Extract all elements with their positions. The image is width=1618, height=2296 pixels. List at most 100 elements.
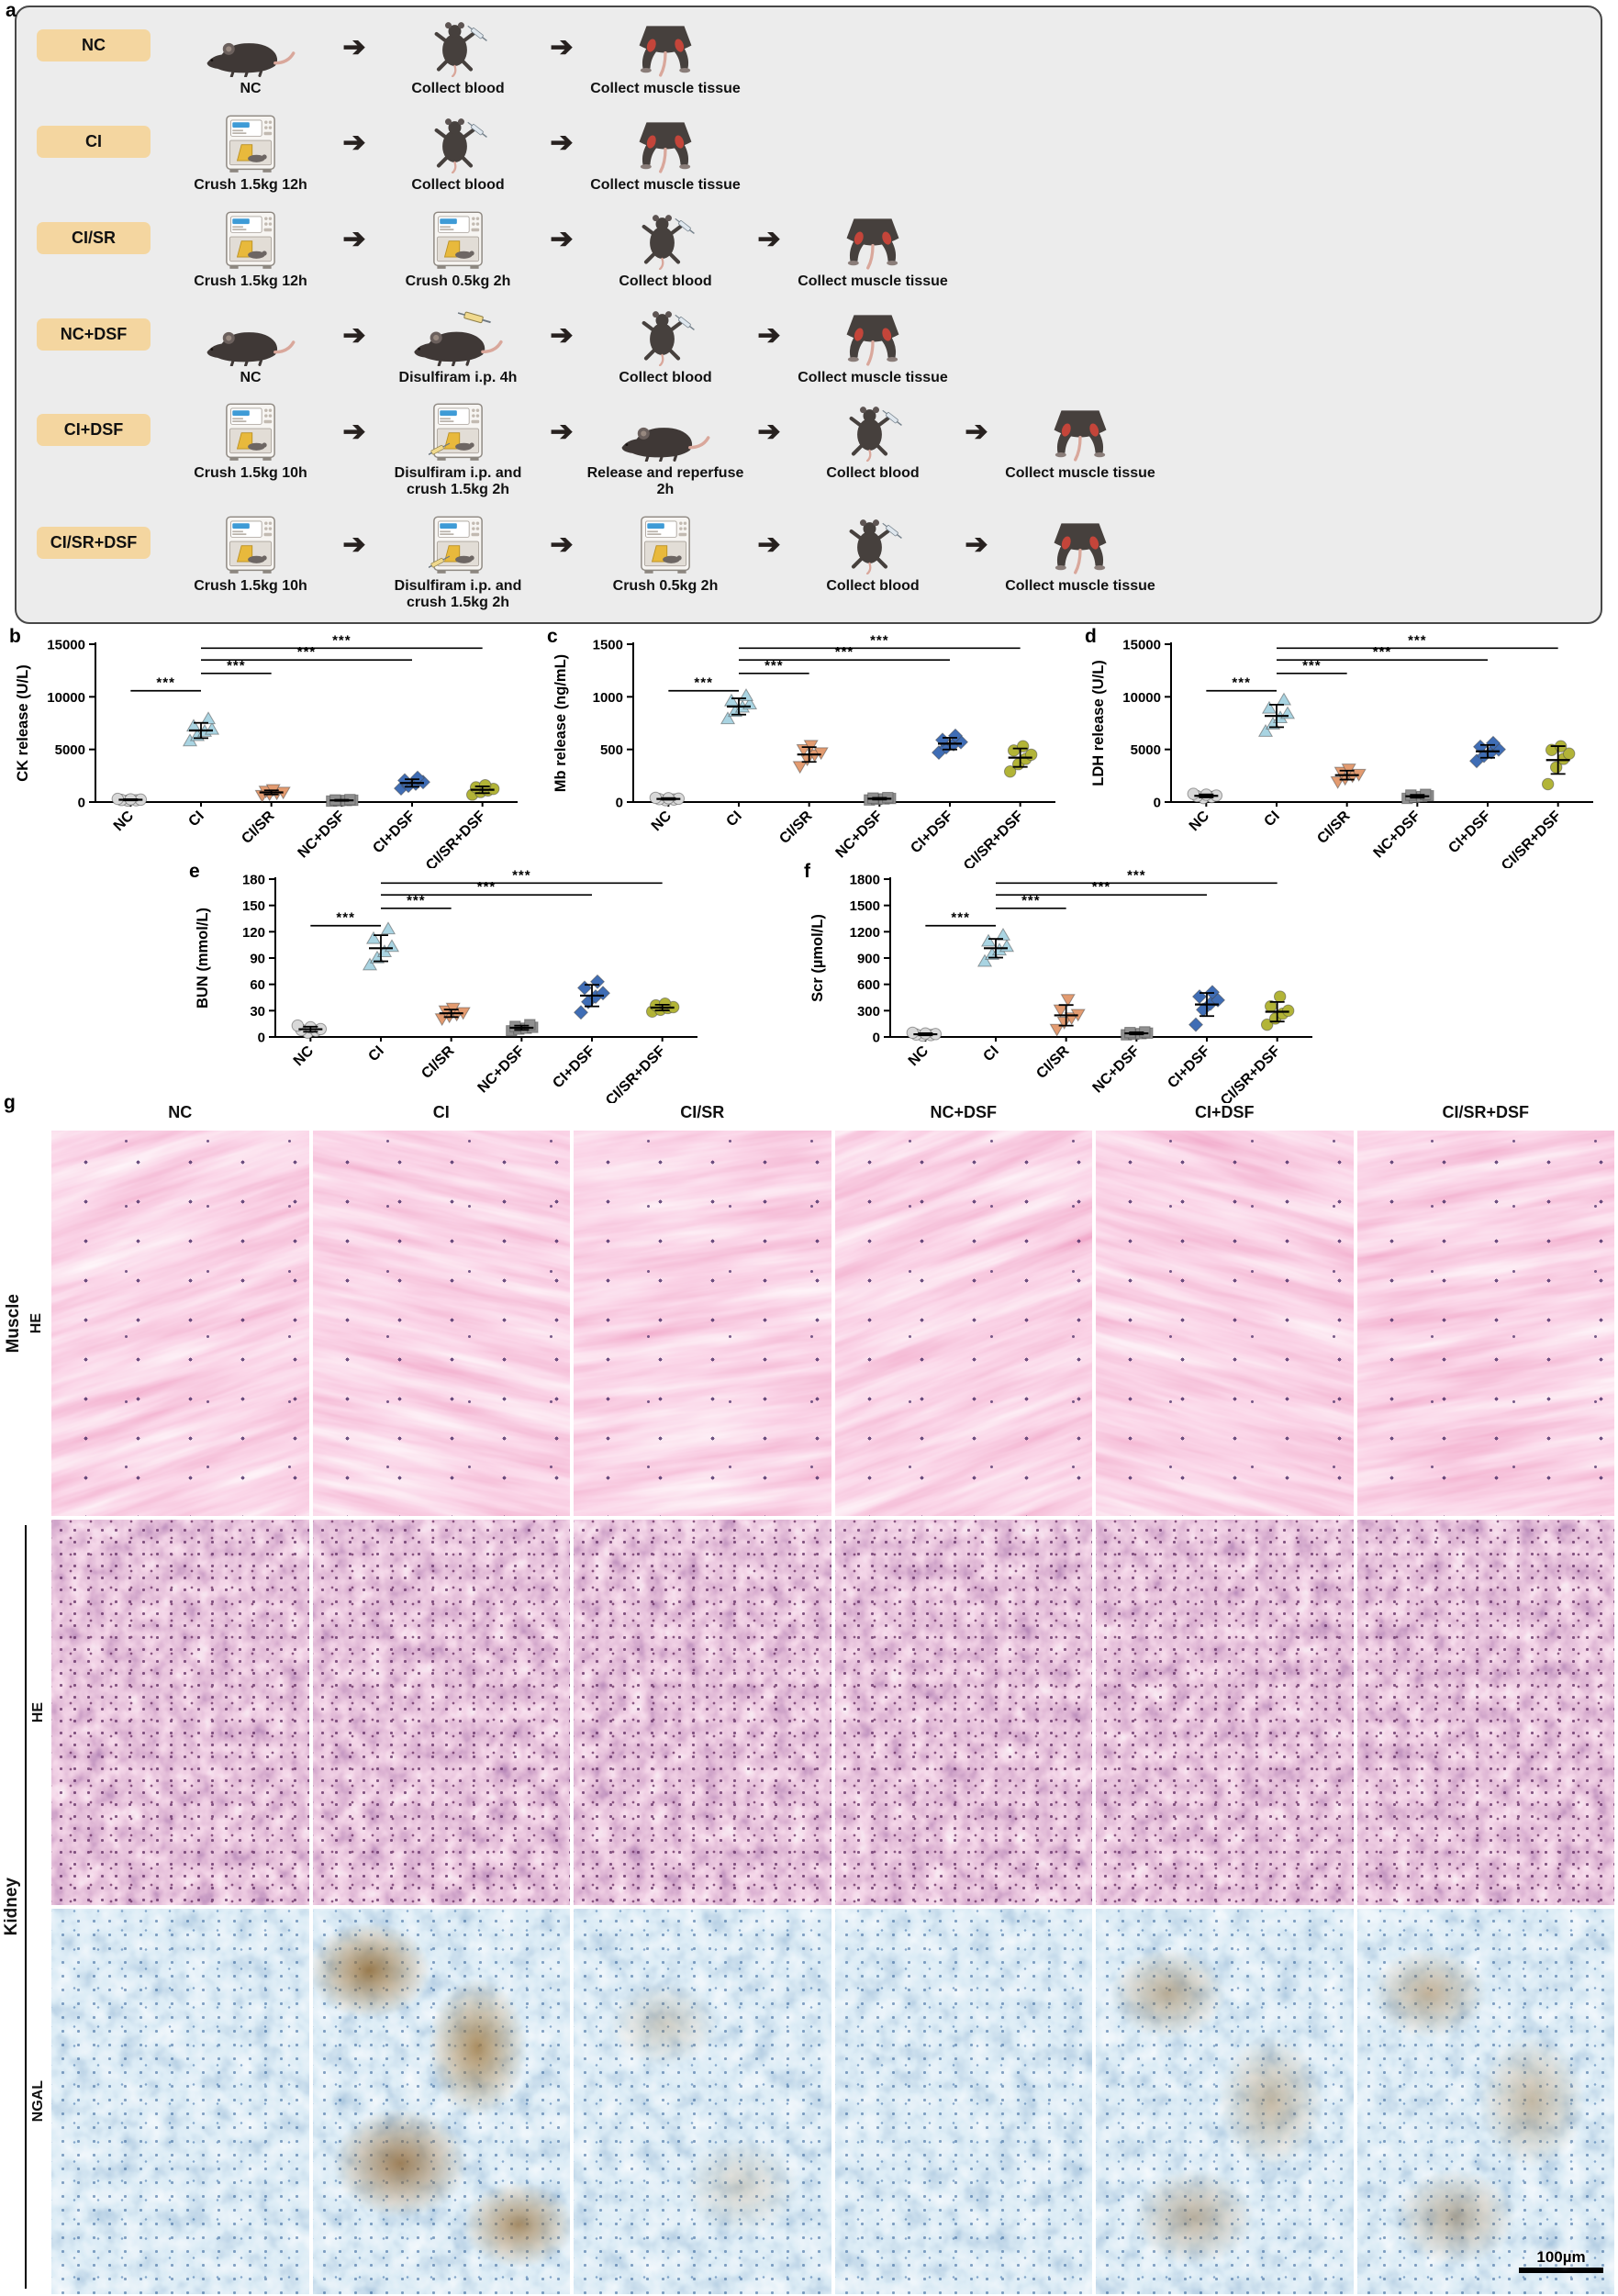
step-caption: Disulfiram i.p. and crush 1.5kg 2h: [394, 465, 522, 498]
mouse-blood-icon: [426, 17, 490, 77]
svg-text:NC+DSF: NC+DSF: [1090, 1043, 1144, 1097]
flow-step: Collect blood: [580, 209, 751, 290]
svg-text:CI: CI: [1261, 808, 1282, 830]
arrow-icon: ➔: [550, 128, 574, 159]
svg-text:300: 300: [857, 1004, 880, 1020]
histology-muscle-he-CI/SR: [574, 1131, 831, 1516]
scale-bar-label: 100µm: [1536, 2248, 1586, 2266]
hindlimbs-icon: [1041, 401, 1120, 462]
arrow-icon: ➔: [550, 320, 574, 351]
g-column-header: NC+DSF: [930, 1103, 997, 1121]
arrow-icon: ➔: [965, 416, 988, 447]
step-caption: Collect muscle tissue: [590, 81, 741, 96]
flow-step: Crush 0.5kg 2h: [580, 514, 751, 595]
flow-step: Crush 1.5kg 12h: [165, 113, 336, 194]
histology-kidney-ngal-CI: [312, 1909, 570, 2294]
svg-text:500: 500: [600, 742, 623, 758]
svg-text:***: ***: [1408, 632, 1427, 648]
svg-text:60: 60: [250, 977, 265, 993]
kidney-he-row-label: HE: [28, 1520, 50, 1905]
group-label: NC+DSF: [37, 318, 151, 351]
muscle-row-label: Muscle: [2, 1131, 26, 1516]
step-caption: Disulfiram i.p. and crush 1.5kg 2h: [394, 578, 522, 611]
hindlimbs-icon: [833, 306, 912, 366]
group-label: CI: [37, 125, 151, 158]
machine-icon: [221, 113, 280, 173]
svg-text:***: ***: [477, 879, 497, 895]
step-caption: Collect muscle tissue: [1005, 465, 1155, 482]
svg-text:CI/SR: CI/SR: [1314, 808, 1354, 847]
histology-muscle-he-NC+DSF: [834, 1131, 1092, 1516]
g-column-header: CI: [432, 1103, 450, 1121]
flow-step: Release and reperfuse 2h: [580, 401, 751, 498]
svg-text:NC: NC: [906, 1042, 932, 1069]
svg-text:***: ***: [1021, 893, 1041, 908]
svg-text:CI: CI: [365, 1043, 386, 1064]
svg-text:CI: CI: [980, 1043, 1001, 1064]
step-caption: Collect muscle tissue: [1005, 578, 1155, 595]
svg-text:CI/SR+DSF: CI/SR+DSF: [961, 808, 1027, 868]
histology-muscle-he-CI/SR+DSF: [1356, 1131, 1614, 1516]
arrow-icon: ➔: [550, 416, 574, 447]
arrow-icon: ➔: [342, 128, 366, 159]
svg-text:***: ***: [297, 644, 317, 660]
group-label: NC: [37, 29, 151, 61]
svg-text:***: ***: [1092, 879, 1111, 895]
svg-text:***: ***: [1373, 644, 1392, 660]
histology-kidney-ngal-NC+DSF: [834, 1909, 1092, 2294]
step-caption: Disulfiram i.p. 4h: [398, 369, 518, 385]
svg-text:CI+DSF: CI+DSF: [370, 808, 418, 857]
scale-bar: 100µm: [1519, 2248, 1603, 2273]
svg-text:1500: 1500: [593, 638, 623, 653]
histology-kidney-he-CI/SR+DSF: [1356, 1520, 1614, 1905]
svg-text:120: 120: [242, 925, 265, 941]
g-column-header: CI/SR+DSF: [1442, 1103, 1530, 1121]
svg-text:CI/SR+DSF: CI/SR+DSF: [1218, 1043, 1284, 1103]
flow-step: Crush 1.5kg 12h: [165, 209, 336, 290]
flow-step: Collect muscle tissue: [580, 113, 751, 194]
histology-muscle-he-NC: [51, 1131, 309, 1516]
svg-text:***: ***: [1127, 867, 1146, 883]
svg-text:NC+DSF: NC+DSF: [296, 808, 349, 862]
muscle-he-row-label: HE: [26, 1131, 48, 1516]
flow-step: Crush 1.5kg 10h: [165, 401, 336, 482]
svg-text:600: 600: [857, 977, 880, 993]
group-label: CI/SR+DSF: [37, 527, 151, 560]
step-caption: Collect muscle tissue: [590, 176, 741, 193]
svg-text:0: 0: [78, 796, 85, 811]
step-caption: Release and reperfuse 2h: [586, 465, 744, 498]
flow-step: Collect blood: [373, 17, 543, 97]
panel-g-letter: g: [4, 1092, 16, 1113]
svg-text:***: ***: [156, 675, 175, 691]
svg-text:5000: 5000: [55, 742, 85, 758]
flow-step: Disulfiram i.p. and crush 1.5kg 2h: [373, 514, 543, 611]
muscle-he-label: HE: [28, 1312, 44, 1334]
mouse-icon: [619, 401, 711, 462]
flow-step: Collect muscle tissue: [580, 17, 751, 97]
flow-step: NC: [165, 306, 336, 386]
step-caption: Crush 1.5kg 12h: [194, 273, 307, 289]
mouse-icon: [205, 306, 296, 366]
panel-letter-f: f: [804, 861, 810, 882]
svg-text:CI/SR: CI/SR: [418, 1042, 458, 1082]
g-histology-grid: [51, 1131, 1614, 2294]
panel-letter-d: d: [1085, 626, 1097, 647]
arrow-icon: ➔: [342, 31, 366, 62]
svg-text:1000: 1000: [593, 690, 623, 706]
flow-step: NC: [165, 17, 336, 97]
svg-text:CI/SR+DSF: CI/SR+DSF: [423, 808, 489, 868]
step-caption: Collect blood: [619, 369, 712, 385]
step-caption: Crush 1.5kg 10h: [194, 465, 307, 482]
svg-text:NC: NC: [649, 808, 675, 834]
arrow-icon: ➔: [342, 529, 366, 560]
g-column-header: NC: [168, 1103, 193, 1121]
step-caption: Collect muscle tissue: [798, 273, 948, 289]
arrow-icon: ➔: [342, 416, 366, 447]
flow-steps: Crush 1.5kg 12h➔Crush 0.5kg 2h➔Collect b…: [165, 209, 958, 290]
svg-text:***: ***: [694, 675, 713, 691]
